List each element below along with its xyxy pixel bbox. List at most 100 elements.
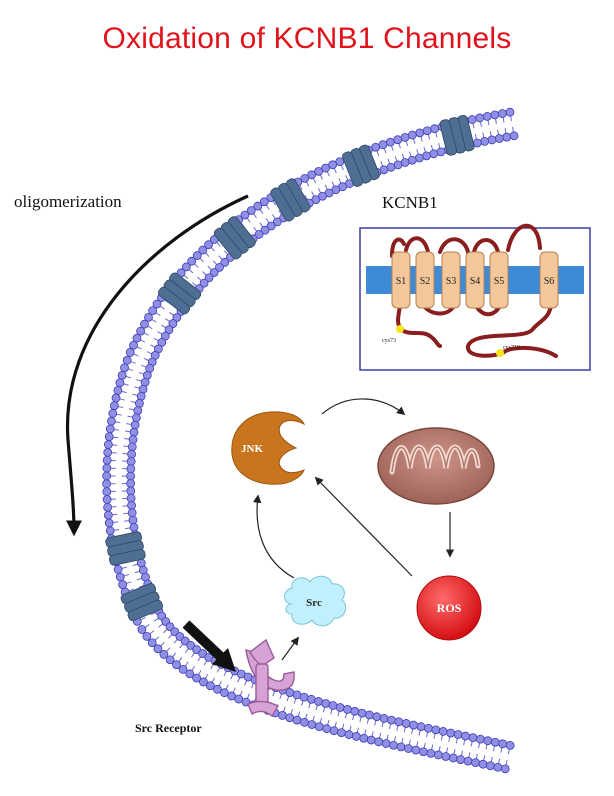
- lipid-head: [393, 135, 403, 145]
- kcnb1-label: KCNB1: [382, 193, 438, 212]
- lipid-head: [509, 131, 519, 141]
- lipid-head: [105, 526, 115, 536]
- kcnb1-channel: [120, 583, 163, 622]
- kcnb1-channels: [105, 114, 475, 622]
- lipid-head: [127, 508, 137, 518]
- lipid-head: [335, 157, 345, 167]
- lipid-head: [314, 166, 323, 176]
- lipid-head: [129, 427, 139, 437]
- lipid-head: [483, 736, 493, 746]
- lipid-head: [490, 110, 500, 120]
- lipid-head: [480, 137, 489, 146]
- lipid-head: [328, 160, 338, 170]
- lipid-head: [471, 758, 480, 768]
- lipid-head: [407, 130, 417, 140]
- segment-label: S6: [544, 276, 555, 287]
- lipid-head: [153, 644, 163, 654]
- kcnb1-channel: [342, 144, 380, 187]
- lipid-head: [133, 406, 143, 416]
- lipid-head: [299, 692, 309, 702]
- kcnb1-channel: [158, 272, 202, 315]
- lipid-head: [103, 510, 113, 520]
- segment-s6: [539, 251, 559, 309]
- lipid-head: [472, 138, 482, 148]
- lipid-head: [103, 502, 113, 512]
- ros-label: ROS: [437, 601, 462, 615]
- lipid-head: [253, 201, 263, 211]
- lipid-head: [199, 677, 208, 687]
- lipid-head: [385, 137, 395, 147]
- lipid-head: [482, 111, 492, 121]
- lipid-head: [307, 170, 317, 180]
- lipid-head: [475, 734, 485, 744]
- lipid-head: [285, 713, 295, 723]
- lipid-head: [260, 225, 270, 235]
- lipid-head: [394, 717, 404, 727]
- lipid-head: [199, 278, 209, 288]
- lipid-head: [493, 762, 503, 772]
- lipid-head: [192, 251, 202, 260]
- lipid-head: [181, 262, 191, 272]
- lipid-head: [105, 424, 115, 434]
- lipid-head: [204, 240, 213, 250]
- lipid-head: [254, 230, 264, 239]
- lipid-head: [400, 132, 410, 142]
- lipid-head: [187, 256, 197, 266]
- lipid-head: [335, 703, 345, 712]
- lipid-head: [379, 714, 389, 723]
- lipid-head: [108, 409, 118, 418]
- lipid-head: [109, 401, 119, 411]
- lipid-head: [259, 197, 269, 207]
- lipid-head: [300, 173, 310, 183]
- lipid-head: [126, 457, 136, 466]
- lipid-head: [120, 363, 129, 373]
- lipid-head: [102, 487, 112, 497]
- cys73-label: cys73: [382, 338, 396, 344]
- lipid-head: [140, 319, 149, 329]
- lipid-head: [111, 393, 121, 403]
- arrow-ros-to-jnk: [314, 476, 413, 577]
- lipid-head: [497, 109, 507, 118]
- lipid-head: [433, 750, 443, 760]
- lipid-head: [131, 413, 141, 423]
- lipid-head: [227, 691, 236, 701]
- lipid-head: [322, 724, 332, 734]
- lipid-head: [192, 673, 201, 683]
- lipid-head: [422, 126, 432, 136]
- lipid-head: [165, 655, 175, 665]
- lipid-head: [329, 726, 339, 736]
- lipid-head: [365, 710, 374, 720]
- segment-s5: [489, 251, 509, 309]
- lipid-head: [185, 669, 195, 679]
- lipid-head: [456, 755, 466, 764]
- lipid-head: [350, 706, 360, 716]
- lipid-head: [337, 728, 346, 738]
- lipid-head: [144, 312, 153, 322]
- lipid-head: [401, 719, 411, 728]
- lipid-head: [366, 735, 376, 745]
- lipid-head: [205, 681, 215, 691]
- lipid-head: [129, 340, 138, 350]
- lipid-head: [372, 712, 382, 722]
- lipid-head: [148, 306, 158, 316]
- arrow-jnk-to-mitochondrion: [321, 398, 406, 416]
- lipid-head: [137, 625, 147, 634]
- lipid-head: [126, 479, 136, 488]
- lipid-head: [220, 688, 229, 698]
- lipid-head: [486, 761, 495, 771]
- kcnb1-channel: [213, 216, 256, 260]
- segment-label: S3: [446, 276, 457, 287]
- receptor-arrow: [182, 620, 236, 672]
- lipid-head: [130, 420, 140, 430]
- lipid-head: [152, 299, 162, 309]
- lipid-head: [115, 378, 125, 388]
- lipid-head: [136, 391, 146, 401]
- lipid-head: [387, 715, 396, 725]
- lipid-head: [127, 501, 136, 510]
- lipid-head: [266, 221, 276, 231]
- lipid-head: [272, 217, 282, 227]
- lipid-head: [359, 733, 369, 743]
- segment-s4: [465, 251, 485, 309]
- lipid-head: [117, 370, 127, 380]
- lipid-head: [128, 435, 138, 444]
